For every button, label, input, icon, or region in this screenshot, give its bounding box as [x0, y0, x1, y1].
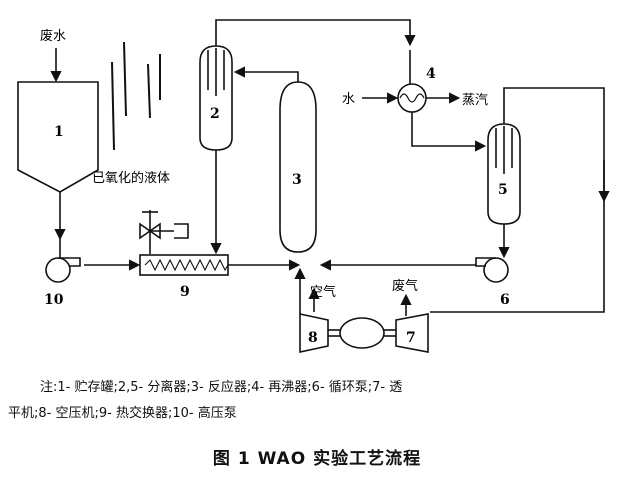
oxidized-liquid-label: 已氧化的液体	[92, 170, 170, 186]
storage-tank-1	[17, 81, 99, 193]
heat-exchanger-9	[139, 254, 229, 276]
legend-note-line-2: 平机;8- 空压机;9- 热交换器;10- 高压泵	[8, 406, 237, 421]
legend-note-line-1: 注:1- 贮存罐;2,5- 分离器;3- 反应器;4- 再沸器;6- 循环泵;7…	[40, 380, 403, 395]
separator-2	[199, 45, 233, 151]
unit-label-5: 5	[498, 182, 508, 198]
separator-5	[487, 123, 521, 225]
unit-label-4: 4	[426, 66, 436, 82]
oxidized-liquid-valve	[139, 210, 189, 254]
air-label: 空气	[310, 284, 336, 300]
unit-label-2: 2	[210, 106, 220, 122]
steam-label: 蒸汽	[462, 93, 488, 108]
air-compressor-8	[299, 313, 329, 353]
high-pressure-pump-10	[45, 257, 81, 283]
figure-caption: 图 1 WAO 实验工艺流程	[212, 449, 422, 469]
process-flow-diagram: 废水 水 蒸汽 已氧化的液体 空气 废气 1 2 3 4 5 6 7 8 9 1…	[17, 19, 610, 353]
reboiler-4	[397, 83, 427, 113]
waste-water-label: 废水	[40, 28, 66, 44]
motor	[328, 317, 396, 349]
unit-label-1: 1	[54, 124, 64, 140]
decorative-strokes	[111, 41, 161, 151]
unit-label-6: 6	[500, 292, 510, 308]
water-label: 水	[342, 92, 355, 107]
turbine-7	[395, 313, 429, 353]
waste-gas-label: 废气	[392, 278, 418, 294]
unit-label-7: 7	[406, 330, 416, 346]
unit-label-8: 8	[308, 330, 318, 346]
unit-label-10: 10	[44, 292, 64, 308]
reactor-3	[279, 81, 317, 253]
unit-label-3: 3	[292, 172, 302, 188]
unit-label-9: 9	[180, 284, 190, 300]
circulation-pump-6	[475, 257, 509, 283]
